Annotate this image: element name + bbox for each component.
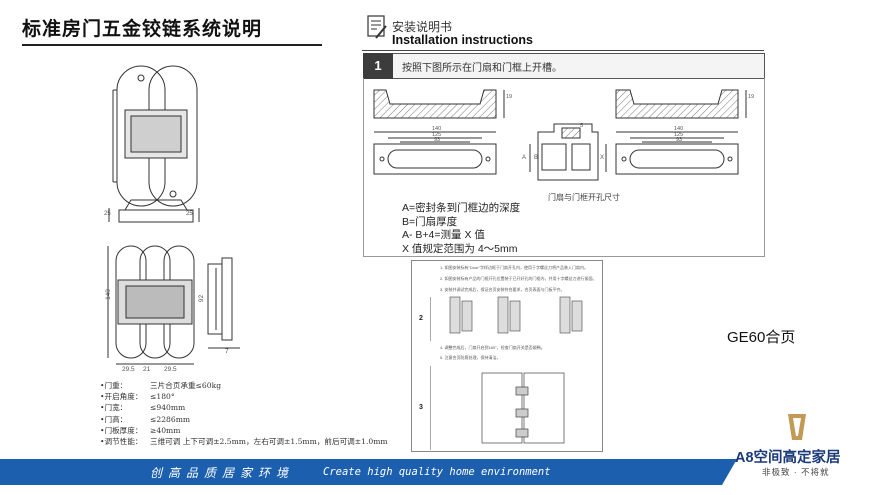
dim-93-right: 93 [676, 137, 683, 143]
dim-29-5-a: 29.5 [122, 366, 135, 373]
dim-25a: 25 [104, 211, 111, 217]
label-b: B [534, 155, 539, 161]
dim-19-right: 19 [748, 94, 755, 100]
dim-93-left: 93 [434, 137, 441, 143]
dim-25b: 25 [186, 211, 193, 217]
spec-row: •门高：≤2286mm [100, 414, 191, 424]
dim-7: 7 [225, 348, 229, 355]
title-underline [22, 44, 322, 46]
dim-140: 140 [104, 289, 112, 300]
step-3-drawing [481, 372, 565, 444]
note-line: X 值规定范围为 4～5mm [402, 242, 518, 255]
footer-slogan-cn: 创高品质居家环境 [150, 466, 295, 480]
step-line-5: 5. 注意合页防腐处理，保持清洁。 [440, 355, 501, 360]
brand-name: A8空间高定家居 [735, 450, 841, 466]
mortise-drawings [373, 89, 747, 181]
instructions-title-en: Installation instructions [392, 33, 533, 47]
dim-125-left: 125 [432, 132, 442, 138]
step-line-2: 2. 如图安装标有产品的门框开孔位置装于已开好孔的门框内，并用十字螺丝刀进行紧固… [440, 276, 597, 281]
spec-row: •调节性能：三维可调 上下可调±2.5mm，左右可调±1.5mm，前后可调±1.… [100, 437, 388, 447]
dim-5: 5 [580, 123, 584, 129]
step-number: 1 [363, 53, 393, 79]
step-line-1: 1. 如图安装标有"Door"字样边框于门扇开孔内，使用于字螺丝刀将产品装入门扇… [440, 265, 588, 270]
hinge-lower-drawing [107, 245, 240, 365]
dim-140-right: 140 [674, 126, 684, 132]
spec-row: •门重：三片合页承重≤60kg [100, 381, 222, 390]
spec-list: •门重：三片合页承重≤60kg •开启角度：≤180° •门宽：≤940mm •… [100, 380, 388, 447]
spec-row: •门板厚度：≥40mm [100, 425, 181, 435]
install-notes: A=密封条到门框边的深度 B=门扇厚度 A- B+4=测量 X 值 X 值规定范… [402, 202, 520, 256]
dim-125-right: 125 [674, 132, 684, 138]
spec-row: •开启角度：≤180° [100, 392, 175, 402]
step-text: 按照下图所示在门扇和门框上开槽。 [402, 63, 562, 74]
dim-92: 92 [198, 294, 206, 303]
page-title: 标准房门五金铰链系统说明 [22, 19, 263, 40]
step-line-3: 3. 安装并调试完成后，保证合页安装符合要求，合页表面与门板平齐。 [440, 287, 565, 292]
dim-21: 21 [143, 366, 151, 373]
note-line: B=门扇厚度 [402, 215, 458, 228]
step-2-drawings [449, 296, 583, 334]
instructions-title-cn: 安装说明书 [392, 20, 453, 34]
instructions-panel [363, 78, 765, 257]
dim-29-5-c: 29.5 [164, 366, 177, 373]
step-2-label: 2 [412, 297, 431, 341]
label-x: X [600, 155, 605, 161]
instructions-divider [362, 50, 764, 51]
frame-caption: 门扇与门框开孔尺寸 [548, 193, 620, 202]
brand-slogan: 非极致 · 不将就 [762, 467, 830, 477]
installation-steps-panel: 1. 如图安装标有"Door"字样边框于门扇开孔内，使用于字螺丝刀将产品装入门扇… [411, 260, 603, 452]
manual-icon [367, 15, 387, 39]
label-a: A [522, 155, 527, 161]
note-line: A=密封条到门框边的深度 [402, 202, 521, 214]
spec-row: •门宽：≤940mm [100, 403, 186, 413]
hinge-front-drawing [108, 65, 200, 223]
note-line: A- B+4=测量 X 值 [402, 229, 485, 241]
step-line-4: 4. 调整完成后，门扇开启到180°，检查门扇开关是否顺畅。 [440, 345, 545, 350]
footer-slogan-en: Create high quality home environment [323, 466, 551, 478]
brand-logo-icon [788, 414, 806, 440]
footer-bar [0, 459, 722, 485]
dim-140-left: 140 [432, 126, 442, 132]
step-header [363, 53, 765, 79]
step-3-label: 3 [412, 366, 431, 450]
model-name: GE60合页 [727, 329, 796, 346]
dim-19-left: 19 [506, 94, 513, 100]
